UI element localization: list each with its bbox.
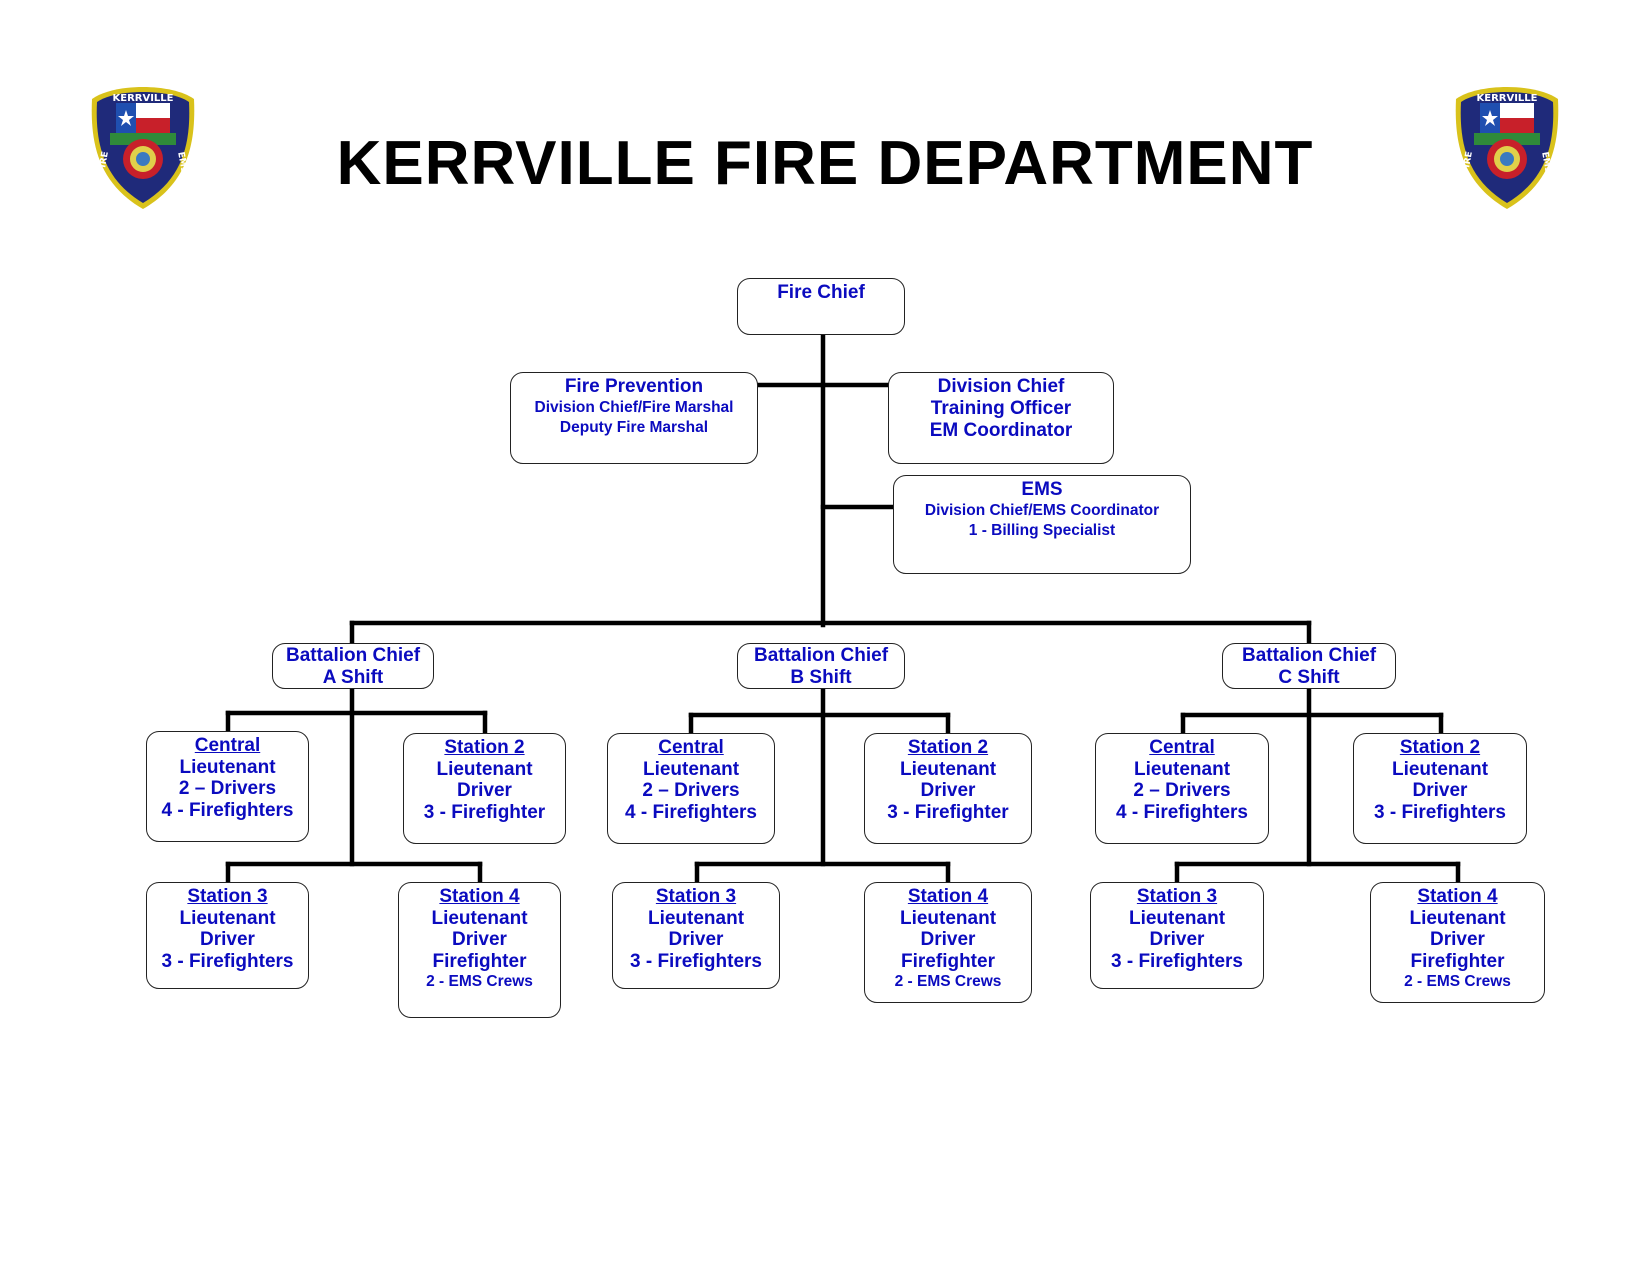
station-line: Firefighter bbox=[1410, 950, 1505, 972]
page-title: KERRVILLE FIRE DEPARTMENT bbox=[336, 129, 1314, 198]
badge-right-text: EMS bbox=[1539, 151, 1553, 174]
division-chief-line1: Division Chief bbox=[937, 376, 1065, 397]
station-line: Driver bbox=[200, 929, 255, 950]
station-line: Lieutenant bbox=[431, 907, 528, 929]
station-line: 2 - EMS Crews bbox=[1404, 973, 1511, 990]
station-box-b-station2: Station 2 Lieutenant Driver 3 - Firefigh… bbox=[864, 733, 1032, 844]
ems-title: EMS bbox=[1021, 479, 1063, 500]
station-line: Lieutenant bbox=[179, 756, 276, 778]
station-line: 2 – Drivers bbox=[642, 780, 740, 801]
fire-prevention-line2: Deputy Fire Marshal bbox=[559, 418, 709, 436]
station-line: 3 - Firefighter bbox=[423, 801, 546, 823]
station-line: 4 - Firefighters bbox=[161, 799, 294, 821]
station-line: 3 - Firefighters bbox=[161, 950, 294, 972]
battalion-chief-title: Battalion Chief bbox=[285, 645, 421, 666]
station-name: Station 3 bbox=[187, 886, 268, 907]
station-line: 3 - Firefighters bbox=[1374, 801, 1506, 823]
station-box-a-central: Central Lieutenant 2 – Drivers 4 - Firef… bbox=[146, 731, 309, 842]
station-line: Firefighter bbox=[901, 950, 995, 972]
badge-left-text: FIRE bbox=[1461, 151, 1475, 175]
fire-prevention-line1: Division Chief/Fire Marshal bbox=[534, 398, 734, 416]
fire-chief-box: Fire Chief bbox=[737, 278, 905, 335]
station-line: Firefighter bbox=[432, 950, 527, 972]
station-line: Driver bbox=[920, 780, 976, 801]
station-name: Station 2 bbox=[444, 737, 525, 758]
station-line: Lieutenant bbox=[436, 758, 533, 780]
station-line: 4 - Firefighters bbox=[1116, 801, 1248, 823]
station-line: 2 - EMS Crews bbox=[894, 973, 1002, 990]
station-line: Driver bbox=[452, 929, 507, 950]
station-name: Station 3 bbox=[655, 886, 737, 907]
station-box-b-central: Central Lieutenant 2 – Drivers 4 - Firef… bbox=[607, 733, 775, 844]
station-line: 3 - Firefighters bbox=[630, 950, 762, 972]
station-name: Station 2 bbox=[907, 737, 989, 758]
ems-line1: Division Chief/EMS Coordinator bbox=[924, 501, 1160, 519]
station-name: Station 4 bbox=[1417, 886, 1498, 907]
station-box-c-central: Central Lieutenant 2 – Drivers 4 - Firef… bbox=[1095, 733, 1269, 844]
station-line: Driver bbox=[1430, 929, 1485, 950]
station-line: 2 - EMS Crews bbox=[426, 973, 533, 990]
battalion-shift-label: C Shift bbox=[1278, 666, 1340, 688]
ems-box: EMS Division Chief/EMS Coordinator 1 - B… bbox=[893, 475, 1191, 574]
station-line: Lieutenant bbox=[899, 758, 997, 780]
battalion-chief-title: Battalion Chief bbox=[1241, 645, 1377, 666]
station-box-a-station3: Station 3 Lieutenant Driver 3 - Firefigh… bbox=[146, 882, 309, 989]
badge-left-text: FIRE bbox=[97, 151, 111, 175]
station-line: Lieutenant bbox=[1133, 758, 1231, 780]
fire-prevention-title: Fire Prevention bbox=[564, 376, 704, 397]
department-badge-left-icon: KERRVILLE FIRE EMS bbox=[91, 87, 195, 209]
battalion-chief-b-box: Battalion Chief B Shift bbox=[737, 643, 905, 689]
battalion-chief-a-box: Battalion Chief A Shift bbox=[272, 643, 434, 689]
station-box-c-station3: Station 3 Lieutenant Driver 3 - Firefigh… bbox=[1090, 882, 1264, 989]
station-line: Driver bbox=[457, 780, 512, 801]
station-line: Lieutenant bbox=[647, 907, 745, 929]
station-box-c-station2: Station 2 Lieutenant Driver 3 - Firefigh… bbox=[1353, 733, 1527, 844]
station-line: Lieutenant bbox=[1409, 907, 1506, 929]
station-line: 3 - Firefighter bbox=[887, 801, 1009, 823]
station-line: Lieutenant bbox=[642, 758, 740, 780]
station-box-a-station4: Station 4 Lieutenant Driver Firefighter … bbox=[398, 882, 561, 1018]
station-line: 2 – Drivers bbox=[1133, 780, 1231, 801]
fire-prevention-box: Fire Prevention Division Chief/Fire Mars… bbox=[510, 372, 758, 464]
station-line: Driver bbox=[1149, 929, 1205, 950]
station-name: Station 3 bbox=[1136, 886, 1218, 907]
station-line: Driver bbox=[1412, 780, 1468, 801]
station-name: Station 4 bbox=[907, 886, 989, 907]
station-line: Driver bbox=[920, 929, 976, 950]
ems-line2: 1 - Billing Specialist bbox=[968, 521, 1116, 539]
badge-right-text: EMS bbox=[175, 151, 189, 174]
fire-chief-title: Fire Chief bbox=[777, 282, 865, 303]
station-line: 4 - Firefighters bbox=[625, 801, 757, 823]
battalion-shift-label: A Shift bbox=[322, 666, 384, 688]
station-line: Lieutenant bbox=[899, 907, 997, 929]
badge-top-text: KERRVILLE bbox=[112, 93, 173, 104]
battalion-chief-c-box: Battalion Chief C Shift bbox=[1222, 643, 1396, 689]
station-line: Lieutenant bbox=[179, 907, 276, 929]
battalion-chief-title: Battalion Chief bbox=[753, 645, 889, 666]
station-box-b-station3: Station 3 Lieutenant Driver 3 - Firefigh… bbox=[612, 882, 780, 989]
station-box-b-station4: Station 4 Lieutenant Driver Firefighter … bbox=[864, 882, 1032, 1003]
station-name: Central bbox=[658, 737, 724, 758]
station-line: Lieutenant bbox=[1391, 758, 1489, 780]
station-name: Station 4 bbox=[439, 886, 520, 907]
station-name: Central bbox=[1149, 737, 1215, 758]
battalion-shift-label: B Shift bbox=[790, 666, 852, 688]
station-name: Central bbox=[194, 735, 261, 756]
division-chief-box: Division Chief Training Officer EM Coord… bbox=[888, 372, 1114, 464]
station-box-c-station4: Station 4 Lieutenant Driver Firefighter … bbox=[1370, 882, 1545, 1003]
station-line: 2 – Drivers bbox=[178, 778, 277, 799]
badge-top-text: KERRVILLE bbox=[1476, 93, 1537, 104]
division-chief-line3: EM Coordinator bbox=[929, 420, 1073, 441]
station-box-a-station2: Station 2 Lieutenant Driver 3 - Firefigh… bbox=[403, 733, 566, 844]
station-line: Lieutenant bbox=[1128, 907, 1226, 929]
division-chief-line2: Training Officer bbox=[930, 398, 1072, 419]
station-line: Driver bbox=[668, 929, 724, 950]
department-badge-right-icon: KERRVILLE FIRE EMS bbox=[1455, 87, 1559, 209]
station-line: 3 - Firefighters bbox=[1111, 950, 1243, 972]
station-name: Station 2 bbox=[1399, 737, 1481, 758]
